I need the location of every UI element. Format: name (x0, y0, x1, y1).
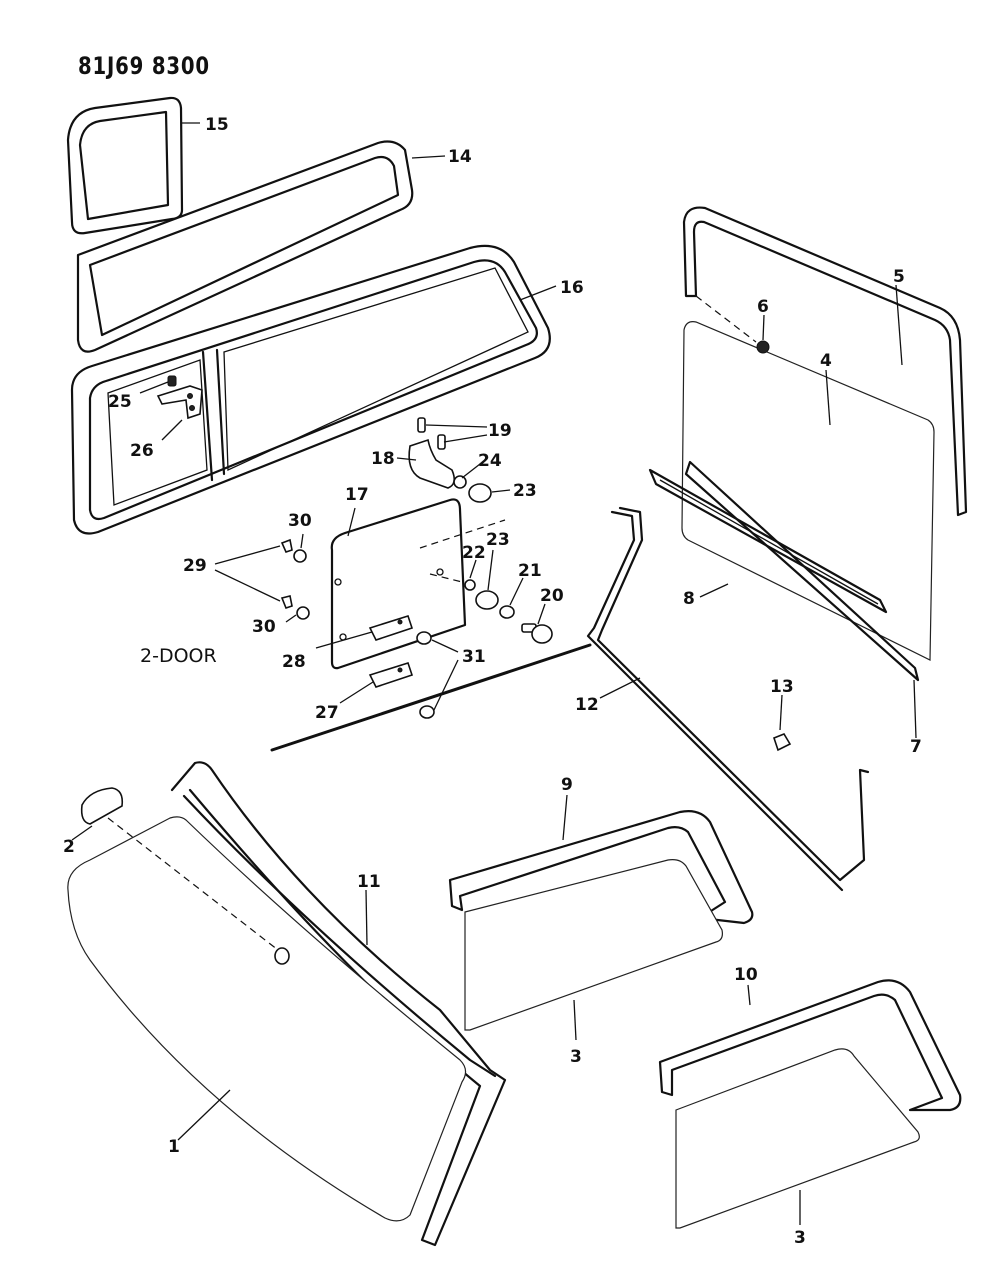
part-24-nut (453, 475, 467, 489)
callout-1: 1 (168, 1137, 180, 1157)
part-28-hinge (368, 615, 414, 641)
callout-30-upper: 30 (288, 511, 312, 531)
section-divider-line (270, 643, 592, 752)
callout-16: 16 (560, 278, 584, 298)
part-29-screws (280, 538, 293, 609)
part-30-grommets (293, 549, 310, 620)
part-9-side-window-frame (448, 810, 754, 925)
part-16-quarter-window-frame (70, 244, 551, 535)
part-14-weatherstrip (76, 140, 414, 353)
callout-3-lower: 3 (794, 1228, 806, 1248)
callout-4: 4 (820, 351, 832, 371)
diagram-reference-code: 81J69 8300 (78, 52, 210, 80)
callout-13: 13 (770, 677, 794, 697)
part-5-channel (682, 206, 968, 517)
part-7-strip (684, 460, 920, 682)
callout-20: 20 (540, 586, 564, 606)
part-6-clip (695, 295, 770, 354)
callout-7: 7 (910, 737, 922, 757)
callout-26: 26 (130, 441, 154, 461)
part-8-seal (648, 468, 888, 614)
callout-14: 14 (448, 147, 472, 167)
callout-15: 15 (205, 115, 229, 135)
part-3-side-glass-lower (675, 1048, 920, 1229)
callout-11: 11 (357, 872, 381, 892)
part-11-windshield-molding (170, 761, 507, 1247)
part-2-mirror-mount (80, 787, 290, 965)
callout-6: 6 (757, 297, 769, 317)
part-23-knob-upper (468, 483, 492, 503)
part-15-vent-window-frame (66, 96, 184, 235)
callout-12: 12 (575, 695, 599, 715)
part-4-glass (681, 321, 935, 661)
callout-23-lower: 23 (486, 530, 510, 550)
callout-27: 27 (315, 703, 339, 723)
callout-8: 8 (683, 589, 695, 609)
part-31-pins (416, 631, 435, 719)
callout-5: 5 (893, 267, 905, 287)
callout-17: 17 (345, 485, 369, 505)
part-27-hinge (368, 662, 414, 688)
part-12-weatherstrip (586, 506, 870, 892)
callout-30-lower: 30 (252, 617, 276, 637)
part-18-bracket (408, 438, 456, 489)
part-17-access-plate (330, 498, 506, 670)
callout-18: 18 (371, 449, 395, 469)
part-3-side-glass-upper (464, 859, 723, 1031)
part-23-knob-lower (475, 590, 499, 610)
part-19-pins (417, 417, 446, 450)
part-20-button (521, 623, 553, 644)
callout-22: 22 (462, 543, 486, 563)
callout-24: 24 (478, 451, 502, 471)
callout-10: 10 (734, 965, 758, 985)
callout-28: 28 (282, 652, 306, 672)
note-2-door: 2-DOOR (140, 645, 217, 667)
callout-2: 2 (63, 837, 75, 857)
callout-23-upper: 23 (513, 481, 537, 501)
part-13-clip (773, 733, 792, 752)
part-10-side-window-frame (658, 979, 962, 1112)
callout-19: 19 (488, 421, 512, 441)
part-21-ring (499, 605, 515, 619)
callout-3-upper: 3 (570, 1047, 582, 1067)
leader-lines (71, 122, 917, 1225)
part-25-screw (167, 375, 177, 387)
part-26-latch (156, 385, 203, 420)
callout-9: 9 (561, 775, 573, 795)
callout-21: 21 (518, 561, 542, 581)
callout-25: 25 (108, 392, 132, 412)
part-1-windshield-glass (67, 816, 467, 1222)
callout-31: 31 (462, 647, 486, 667)
part-22-washer (464, 579, 476, 591)
callout-29: 29 (183, 556, 207, 576)
